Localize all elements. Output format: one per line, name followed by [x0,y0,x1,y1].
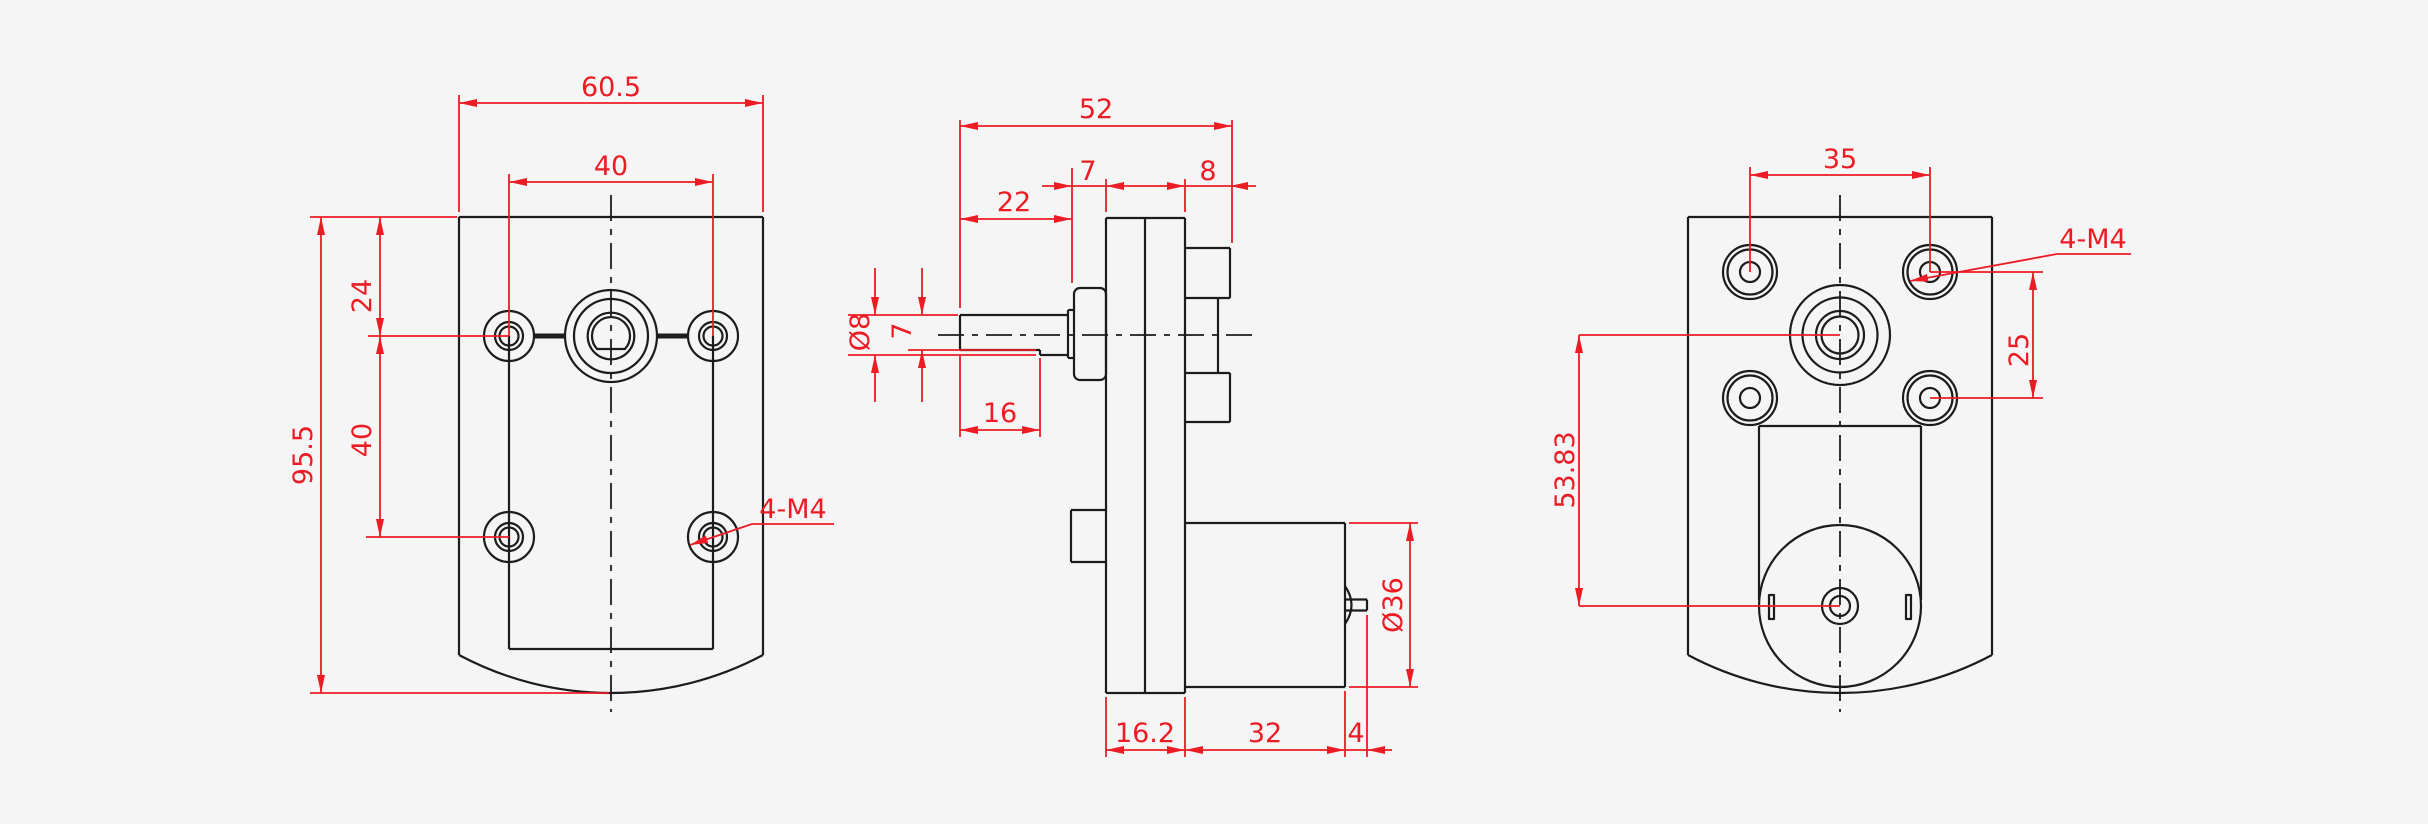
side-motor-body [1185,521,1369,689]
dim-label-25: 25 [2004,333,2035,367]
dim-front-overall-width: 60.5 [458,72,764,212]
dim-label-8-tab: 8 [1199,156,1216,187]
dim-side-boss-and-tab: 7 8 [1042,156,1256,212]
dim-side-shaft-dia: Ø8 7 [845,268,1036,402]
dim-rear-shaft-to-motor: 53.83 [1550,334,1840,607]
side-view: 52 22 7 8 [845,94,1418,757]
motor-vent-left [1767,593,1776,621]
dim-label-40-vert: 40 [347,423,378,457]
dim-label-7-flat: 7 [887,322,918,339]
dim-side-flat-length: 16 [959,355,1041,437]
rear-thread-callout: 4-M4 [1909,224,2131,282]
dim-front-hole-pitch-x: 40 [508,151,714,336]
dim-side-bottom-chain: 16.2 32 4 [1105,615,1392,757]
dim-label-32: 32 [1248,718,1282,749]
dim-front-overall-height: 95.5 [288,217,609,694]
dim-label-95-5: 95.5 [288,425,319,485]
dim-side-motor-dia: Ø36 [1349,522,1418,688]
dim-label-16: 16 [983,398,1017,429]
dim-label-24: 24 [347,279,378,313]
dim-label-60-5: 60.5 [581,72,641,103]
dim-label-4: 4 [1347,718,1364,749]
dim-rear-hole-pitch-x: 35 [1749,144,1931,272]
dim-label-52: 52 [1079,94,1113,125]
d-shaft-section [590,316,632,351]
front-view: 60.5 40 24 40 [288,72,834,712]
dim-label-53-83: 53.83 [1550,431,1581,508]
dim-label-40-top: 40 [594,151,628,182]
side-shaft-boss [1066,286,1108,382]
dim-label-4m4-front: 4-M4 [759,494,826,525]
dim-label-dia36: Ø36 [1378,577,1409,633]
front-thread-callout: 4-M4 [689,494,834,546]
rear-view: 35 25 53.83 4-M4 [1550,144,2131,712]
dim-label-dia8: Ø8 [845,313,876,351]
dim-label-7-boss: 7 [1079,156,1096,187]
dim-label-22: 22 [997,187,1031,218]
motor-vent-right [1904,593,1913,621]
dim-side-shaft-length: 22 [960,168,1073,283]
dim-side-overall-depth: 52 [959,94,1233,308]
dim-label-16-2: 16.2 [1115,718,1175,749]
motor-endcap-boss [1344,585,1353,625]
dim-front-edge-to-hole: 24 40 [310,216,509,538]
dim-label-35: 35 [1823,144,1857,175]
dim-label-4m4-rear: 4-M4 [2059,224,2126,255]
dim-rear-hole-pitch-y: 25 [1930,271,2043,399]
side-gearbox-body [1069,216,1232,695]
